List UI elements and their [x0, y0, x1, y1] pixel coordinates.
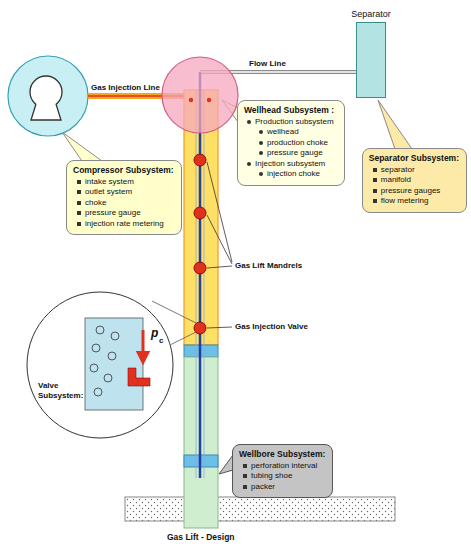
production-choke-dot — [207, 98, 211, 102]
callout-heading: Separator Subsystem: — [369, 153, 459, 164]
bullet — [259, 141, 263, 145]
separator-vessel: Separator — [356, 22, 386, 98]
tubing-wall — [196, 90, 197, 478]
callout-tail — [378, 100, 412, 149]
text-row: pressure gauge — [244, 148, 337, 159]
bullet — [77, 201, 81, 205]
valve-outline — [26, 291, 174, 439]
part-label: Gas Lift Mandrels — [234, 261, 303, 270]
callout-heading: Wellbore Subsystem: — [239, 449, 325, 460]
tubing-wall — [204, 90, 205, 478]
callout-item: tubing shoe — [251, 471, 292, 482]
callout-item: injection rate metering — [85, 219, 164, 230]
callout-item: pressure gauge — [85, 208, 141, 219]
text-row: production choke — [244, 138, 337, 149]
bullet — [259, 172, 263, 176]
pressure-symbol: c — [158, 336, 164, 345]
leader-line — [207, 266, 232, 268]
leader-line — [207, 162, 232, 262]
compressor-callout: Compressor Subsystem:intake systemoutlet… — [66, 160, 182, 235]
valve-subsystem: Valve Subsystem: — [26, 291, 174, 439]
bullet — [77, 190, 81, 194]
callout-item: choke — [85, 198, 106, 209]
injection-choke-dot — [189, 98, 193, 102]
part-label: Gas Injection Line — [90, 83, 161, 92]
text-row: wellhead — [244, 127, 337, 138]
bullet — [373, 189, 377, 193]
bullet — [373, 178, 377, 182]
separator-callout: Separator Subsystem:separatormanifoldpre… — [362, 148, 467, 213]
bullet — [373, 168, 377, 172]
part-label: Flow Line — [248, 59, 287, 68]
callout-tail — [219, 455, 233, 474]
bullet — [243, 464, 247, 468]
callout-heading: Wellhead Subsystem : — [244, 105, 334, 116]
text-row: Compressor Subsystem: — [73, 165, 174, 176]
valve-label: Valve Subsystem: — [38, 381, 84, 401]
callout-item: flow metering — [381, 196, 429, 207]
caption: Gas Lift - Design — [166, 532, 236, 542]
callout-item: pressure gauges — [381, 186, 441, 197]
text-row: Wellhead Subsystem : — [244, 105, 337, 116]
gas-lift-mandrels — [194, 154, 206, 334]
valve-circle — [27, 292, 173, 438]
leader-lines — [207, 162, 232, 328]
leader-line — [207, 327, 232, 328]
text-row: Injection subsystem — [244, 159, 337, 170]
separator-label: Separator — [351, 9, 391, 19]
text-row: pressure gauges — [369, 186, 459, 197]
callout-heading: Compressor Subsystem: — [73, 165, 174, 176]
text-row: packer — [239, 482, 325, 493]
callout-item: outlet system — [85, 187, 132, 198]
wellbore-callout: Wellbore Subsystem:perforation intervalt… — [232, 444, 333, 498]
text-row: flow metering — [369, 196, 459, 207]
callout-item: packer — [251, 482, 275, 493]
pressure-symbol: p — [150, 326, 159, 340]
text-row: injection choke — [244, 169, 337, 180]
text-row: separator — [369, 165, 459, 176]
part-label: Gas Injection Valve — [234, 322, 309, 331]
valve-illustration — [26, 291, 196, 439]
leader-line — [207, 215, 232, 264]
callout-item: pressure gauge — [267, 148, 323, 159]
text-row: perforation interval — [239, 461, 325, 472]
bullet — [373, 199, 377, 203]
callout-item: separator — [381, 165, 415, 176]
text-row: outlet system — [73, 187, 174, 198]
callout-item: perforation interval — [251, 461, 317, 472]
bullet — [247, 162, 251, 166]
bullet — [77, 211, 81, 215]
callout-item: Production subsystem — [255, 117, 334, 128]
text-row: Wellbore Subsystem: — [239, 449, 325, 460]
text-row: injection rate metering — [73, 219, 174, 230]
text-row: manifold — [369, 175, 459, 186]
text-row: Separator Subsystem: — [369, 153, 459, 164]
wellhead-symbol — [162, 57, 238, 133]
bullet — [243, 485, 247, 489]
callout-tail — [62, 132, 102, 161]
text-row: pressure gauge — [73, 208, 174, 219]
callout-item: production choke — [267, 138, 328, 149]
text-row: tubing shoe — [239, 471, 325, 482]
callout-item: manifold — [381, 175, 411, 186]
callout-item: wellhead — [267, 127, 299, 138]
wellhead-callout: Wellhead Subsystem :Production subsystem… — [237, 100, 345, 186]
bullet — [259, 151, 263, 155]
callout-item: intake system — [85, 177, 134, 188]
bullet — [247, 120, 251, 124]
compressor-symbol — [8, 56, 88, 136]
callout-item: Injection subsystem — [255, 159, 325, 170]
bullet — [243, 474, 247, 478]
bullet — [77, 180, 81, 184]
text-row: intake system — [73, 177, 174, 188]
text-row: choke — [73, 198, 174, 209]
bullet — [259, 130, 263, 134]
ground — [125, 497, 395, 521]
text-row: Production subsystem — [244, 117, 337, 128]
callout-item: injection choke — [267, 169, 320, 180]
bullet — [77, 222, 81, 226]
